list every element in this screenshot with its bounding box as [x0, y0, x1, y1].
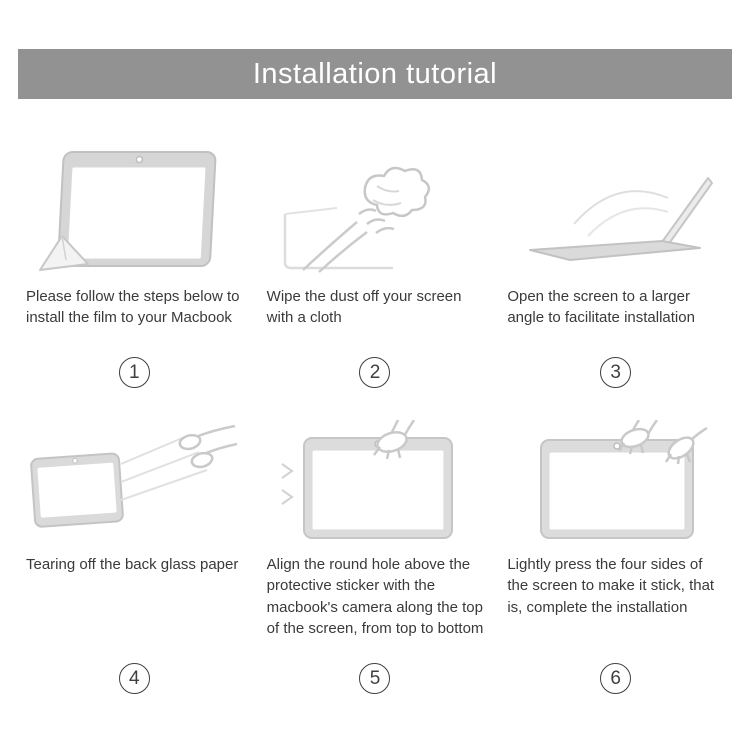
step-6-caption: Lightly press the four sides of the scre… [507, 556, 715, 616]
step-3-number: 3 [610, 361, 621, 383]
wipe-cloth-icon [265, 148, 486, 274]
step-5-number-badge: 5 [359, 663, 391, 694]
step-4-number-badge: 4 [118, 663, 150, 694]
step-6-number-badge: 6 [600, 663, 632, 694]
step-6-number: 6 [610, 667, 621, 689]
step-4-caption: Tearing off the back glass paper [26, 556, 239, 573]
step-3: Open the screen to a larger angle to fac… [505, 148, 726, 394]
laptop-opening-icon [505, 148, 726, 274]
step-2-number-badge: 2 [359, 357, 391, 388]
step-3-number-badge: 3 [600, 357, 632, 388]
align-camera-hole-icon [265, 420, 486, 542]
step-5: Align the round hole above the protectiv… [265, 420, 486, 700]
step-2-number: 2 [369, 361, 381, 383]
step-1-number-badge: 1 [118, 357, 150, 388]
steps-grid: Please follow the steps below to install… [24, 148, 726, 700]
macbook-film-peel-icon [24, 148, 245, 274]
step-4-number: 4 [129, 667, 140, 689]
step-3-caption: Open the screen to a larger angle to fac… [507, 288, 695, 327]
step-2: Wipe the dust off your screen with a clo… [265, 148, 486, 394]
step-6: Lightly press the four sides of the scre… [505, 420, 726, 700]
page-title: Installation tutorial [18, 49, 732, 99]
step-2-caption: Wipe the dust off your screen with a clo… [266, 288, 462, 327]
step-1: Please follow the steps below to install… [24, 148, 245, 394]
step-1-caption: Please follow the steps below to install… [26, 288, 240, 327]
press-screen-sides-icon [505, 420, 726, 542]
step-4: Tearing off the back glass paper 4 [24, 420, 245, 700]
step-5-caption: Align the round hole above the protectiv… [266, 556, 484, 637]
step-5-number: 5 [369, 667, 381, 689]
step-1-number: 1 [129, 361, 140, 383]
tear-backing-paper-icon [24, 420, 245, 542]
